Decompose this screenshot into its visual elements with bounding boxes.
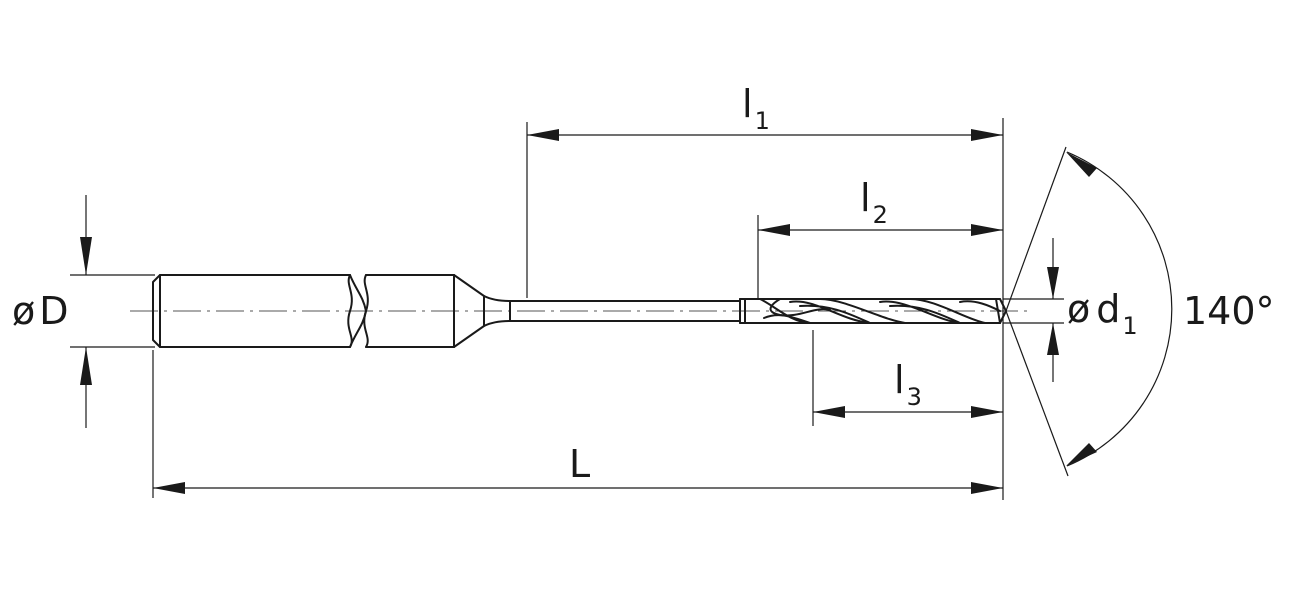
dimension-l2: l2 [757,176,1003,298]
l1-label: l1 [742,82,770,135]
fluted-body [759,298,1007,324]
l2-label: l2 [860,176,888,229]
dimension-point-angle: 140° [1005,146,1275,477]
l3-label: l3 [894,358,922,411]
dimension-l1: l1 [526,82,1003,298]
break-curve-left [347,274,353,348]
neck [509,298,761,324]
point-angle-label: 140° [1183,289,1275,333]
dimension-overall-length: L [152,118,1004,500]
dimension-l3: l3 [812,330,1003,426]
shank [152,274,511,348]
overall-length-label: L [569,442,590,486]
